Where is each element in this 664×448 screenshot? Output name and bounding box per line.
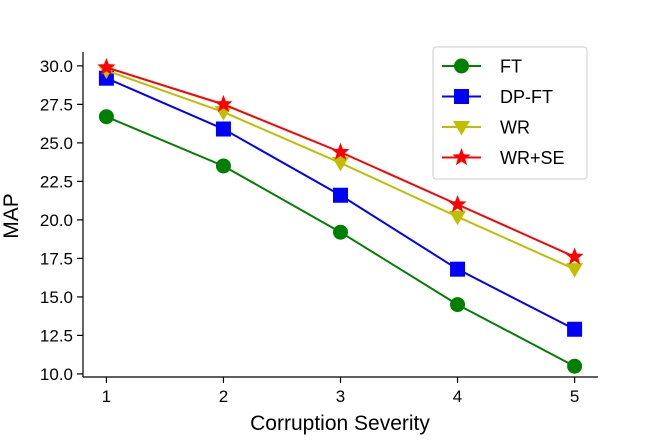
series-dp-ft [98, 70, 583, 337]
legend-marker [454, 58, 469, 74]
legend-entry-wr: WR [442, 118, 530, 138]
data-point-ft [567, 358, 583, 374]
legend-label: WR+SE [500, 148, 565, 168]
data-point-wr-se [97, 57, 116, 76]
data-point-wr-se [565, 247, 584, 265]
data-point-ft [450, 297, 466, 313]
data-point-wr [332, 156, 349, 172]
legend: FT DP-FT WR WR+SE [432, 46, 588, 180]
data-point-wr [566, 263, 584, 278]
data-point-ft [215, 158, 231, 174]
data-point-dp-ft [567, 321, 583, 337]
x-tick-label: 1 [102, 387, 111, 406]
data-point-dp-ft [450, 261, 466, 277]
series-ft [98, 109, 583, 374]
legend-entry-ft: FT [442, 57, 522, 77]
legend-marker [453, 121, 470, 136]
legend-label: FT [500, 57, 522, 77]
x-tick-label: 2 [219, 387, 228, 406]
data-point-wr-se [331, 142, 350, 160]
legend-label: DP-FT [500, 87, 553, 107]
axes: 1 2 3 4 5 10.0 12.5 15.0 17.5 20.0 22.5 25.0 27.5 30.… [40, 52, 598, 406]
data-point-ft [333, 224, 348, 240]
data-point-wr-se [448, 194, 467, 213]
x-axis-label: Corruption Severity [250, 412, 430, 435]
y-tick-label: 27.5 [40, 95, 73, 114]
y-tick-label: 22.5 [40, 172, 73, 191]
data-point-ft [98, 109, 114, 125]
data-point-dp-ft [333, 187, 348, 203]
series-wr-se [97, 57, 584, 265]
data-point-dp-ft [215, 121, 231, 137]
y-tick-label: 30.0 [40, 57, 73, 76]
y-tick-label: 20.0 [40, 211, 73, 230]
legend-marker [454, 89, 469, 104]
data-point-wr [449, 210, 467, 226]
y-tick-label: 15.0 [40, 288, 73, 307]
legend-label: WR [500, 118, 530, 138]
y-tick-label: 17.5 [40, 249, 73, 268]
y-axis-label: MAP [0, 193, 23, 239]
legend-entry-dp-ft: DP-FT [442, 87, 553, 107]
y-tick-label: 25.0 [40, 134, 73, 153]
y-tick-label: 12.5 [40, 326, 73, 345]
y-tick-label: 10.0 [40, 365, 73, 384]
legend-entry-wr-se: WR+SE [442, 148, 565, 168]
data-point-wr-se [214, 94, 233, 113]
x-tick-label: 5 [570, 387, 579, 406]
legend-box [432, 46, 588, 180]
series-layer [97, 57, 584, 374]
legend-marker [452, 148, 471, 166]
x-tick-label: 4 [453, 387, 462, 406]
x-tick-label: 3 [336, 387, 345, 406]
